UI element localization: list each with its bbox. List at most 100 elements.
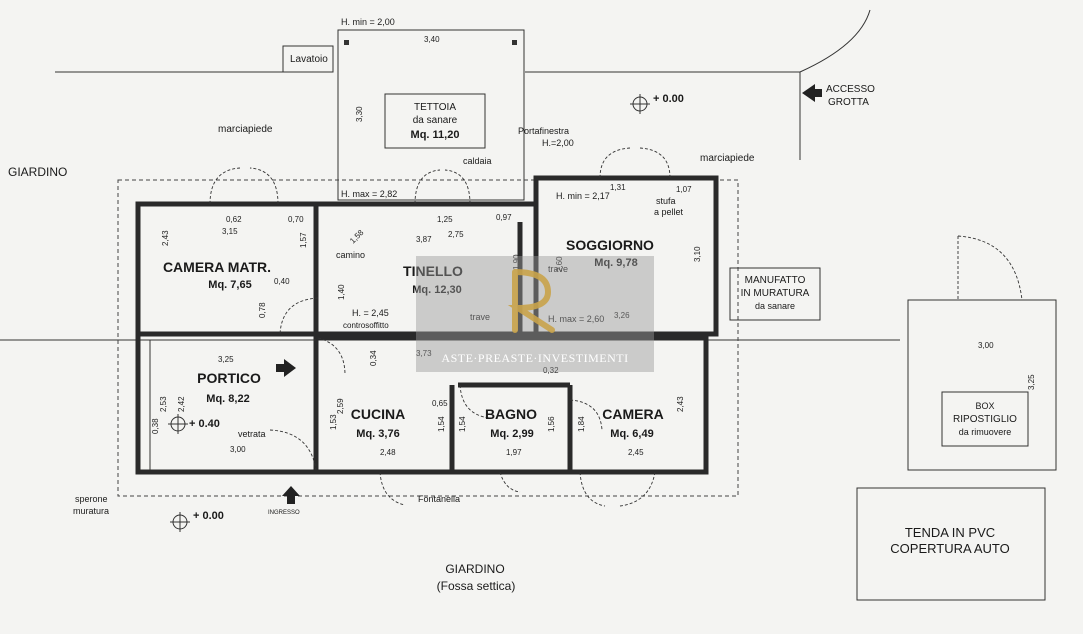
level-markers xyxy=(168,94,650,532)
dim-label: 0,38 xyxy=(151,418,160,434)
room-camera-matr-area: Mq. 7,65 xyxy=(208,279,251,291)
dim-label: 0,65 xyxy=(432,399,448,408)
portico-arrow xyxy=(276,359,296,377)
dim-label: 2,75 xyxy=(448,230,464,239)
dim-label: 1,97 xyxy=(506,448,522,457)
fontanella-label: Fontanella xyxy=(418,494,460,504)
watermark: ASTE·PREASTE·INVESTIMENTI xyxy=(416,256,654,372)
room-tettoia-note: da sanare xyxy=(413,115,458,126)
quota-bottom-label: + 0.00 xyxy=(193,510,224,522)
dim-label: 3,15 xyxy=(222,227,238,236)
giardino-left-label: GIARDINO xyxy=(8,165,67,179)
dimension-labels: 3,40 3,30 3,15 0,62 0,70 1,25 0,97 1,31 … xyxy=(151,35,1036,457)
room-bagno-area: Mq. 2,99 xyxy=(490,428,533,440)
dim-label: 3,26 xyxy=(614,311,630,320)
camino-label: camino xyxy=(336,250,365,260)
watermark-text: ASTE·PREASTE·INVESTIMENTI xyxy=(441,351,628,365)
dim-label: 3,73 xyxy=(416,349,432,358)
room-camera-matr-name: CAMERA MATR. xyxy=(163,259,271,275)
dim-label: 0,78 xyxy=(258,302,267,318)
house-walls xyxy=(135,175,719,475)
vetrata-label: vetrata xyxy=(238,429,266,439)
dim-label: 2,43 xyxy=(676,396,685,412)
arrows xyxy=(276,84,822,504)
dim-label: 0,97 xyxy=(496,213,512,222)
dim-label: 0,32 xyxy=(543,366,559,375)
room-labels: CAMERA MATR. Mq. 7,65 TINELLO Mq. 12,30 … xyxy=(163,102,664,440)
tenda-1-label: TENDA IN PVC xyxy=(905,525,995,540)
dim-label: 3,40 xyxy=(424,35,440,44)
ingresso-arrow xyxy=(282,486,300,504)
dim-label: 3,10 xyxy=(693,246,702,262)
manufatto-2-label: IN MURATURA xyxy=(741,288,810,299)
dim-label: 3,87 xyxy=(416,235,432,244)
dim-label: 1,53 xyxy=(329,414,338,430)
annotations: GIARDINO GIARDINO (Fossa settica) marcia… xyxy=(8,17,1017,593)
marciapiede-left-label: marciapiede xyxy=(218,124,273,135)
dim-label: 3,30 xyxy=(355,106,364,122)
controsoffitto-label: controsoffitto xyxy=(343,321,389,330)
muratura-label: muratura xyxy=(73,506,109,516)
accesso-label: ACCESSO xyxy=(826,84,875,95)
door-swings xyxy=(209,147,1023,507)
dim-label: 1,54 xyxy=(437,416,446,432)
dim-label: 0,70 xyxy=(288,215,304,224)
dim-label: 2,45 xyxy=(628,448,644,457)
h-245-label: H. = 2,45 xyxy=(352,308,389,318)
outbuildings xyxy=(729,267,1057,601)
dim-label: 2,59 xyxy=(336,398,345,414)
dim-label: 1,31 xyxy=(610,183,626,192)
room-portico-area: Mq. 8,22 xyxy=(206,393,249,405)
manufatto-3-label: da sanare xyxy=(755,301,795,311)
room-cucina-name: CUCINA xyxy=(351,406,405,422)
manufatto-1-label: MANUFATTO xyxy=(745,275,806,286)
dim-label: 2,60 xyxy=(555,256,564,272)
dim-label: 0,40 xyxy=(274,277,290,286)
room-soggiorno-area: Mq. 9,78 xyxy=(594,257,637,269)
room-tinello-name: TINELLO xyxy=(403,263,463,279)
dim-label: 1,07 xyxy=(676,185,692,194)
h-max-282-label: H. max = 2,82 xyxy=(341,189,397,199)
marciapiede-right-label: marciapiede xyxy=(700,153,755,164)
giardino-bottom-label: GIARDINO xyxy=(445,562,504,576)
dim-label: 3,25 xyxy=(218,355,234,364)
room-portico-name: PORTICO xyxy=(197,370,261,386)
box-2-label: RIPOSTIGLIO xyxy=(953,414,1017,425)
trave-2-label: trave xyxy=(470,312,490,322)
grotta-label: GROTTA xyxy=(828,97,869,108)
a-pellet-label: a pellet xyxy=(654,207,684,217)
dim-label: 1,25 xyxy=(437,215,453,224)
dim-label: 0,62 xyxy=(226,215,242,224)
room-camera-name: CAMERA xyxy=(602,406,663,422)
dim-label: 1,54 xyxy=(458,416,467,432)
sperone-label: sperone xyxy=(75,494,108,504)
dim-label: 2,53 xyxy=(159,396,168,412)
tettoia-structure xyxy=(282,29,525,201)
tenda-2-label: COPERTURA AUTO xyxy=(890,541,1009,556)
room-bagno-name: BAGNO xyxy=(485,406,537,422)
quota-portico-label: + 0.40 xyxy=(189,418,220,430)
stufa-label: stufa xyxy=(656,196,676,206)
quota-top-label: + 0.00 xyxy=(653,93,684,105)
room-soggiorno-name: SOGGIORNO xyxy=(566,237,654,253)
room-tettoia-area: Mq. 11,20 xyxy=(411,129,460,141)
trave-1-label: trave xyxy=(548,264,568,274)
accesso-arrow xyxy=(802,84,822,102)
dim-label: 3,25 xyxy=(1027,374,1036,390)
lavatoio-label: Lavatoio xyxy=(290,54,328,65)
fossa-settica-label: (Fossa settica) xyxy=(437,579,516,593)
h-200-label: H.=2,00 xyxy=(542,138,574,148)
dim-label: 3,00 xyxy=(230,445,246,454)
dim-label: 2,43 xyxy=(161,230,170,246)
dim-label: 1,84 xyxy=(577,416,586,432)
dim-label: 1,56 xyxy=(547,416,556,432)
caldaia-label: caldaia xyxy=(463,156,492,166)
h-max-260-label: H. max = 2,60 xyxy=(548,314,604,324)
h-min-top-label: H. min = 2,00 xyxy=(341,17,395,27)
watermark-logo-icon xyxy=(507,269,555,333)
portafinestra-label: Portafinestra xyxy=(518,126,569,136)
box-3-label: da rimuovere xyxy=(959,427,1012,437)
roof-overhang xyxy=(117,179,739,497)
dim-label: 2,42 xyxy=(177,396,186,412)
dim-label: 1,57 xyxy=(299,232,308,248)
